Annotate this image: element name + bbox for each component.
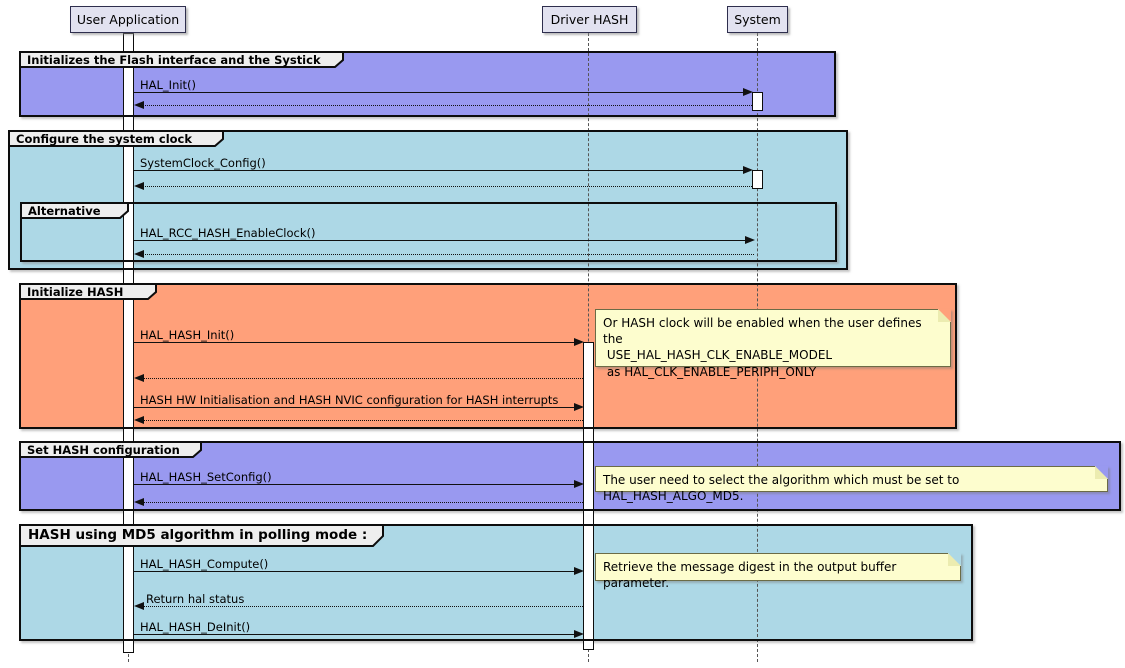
arrowhead-left-icon bbox=[134, 101, 144, 109]
tab-shape bbox=[19, 51, 344, 68]
arrowhead-left-icon bbox=[134, 498, 144, 506]
frame-title-tab: Alternative bbox=[20, 202, 130, 219]
arrowhead-right-icon bbox=[743, 88, 753, 96]
arrowhead-right-icon bbox=[574, 567, 584, 575]
arrowhead-right-icon bbox=[743, 166, 753, 174]
note-fold-icon bbox=[1095, 466, 1108, 479]
frame-border bbox=[19, 524, 973, 641]
return-arrow bbox=[142, 254, 754, 255]
message-label-return-hal-status: Return hal status bbox=[146, 592, 245, 606]
note-fold-icon bbox=[938, 309, 951, 322]
frame-title-tab: HASH using MD5 algorithm in polling mode… bbox=[19, 524, 385, 547]
return-arrow bbox=[142, 378, 583, 379]
return-arrow bbox=[142, 105, 752, 106]
participant-system: System bbox=[727, 6, 788, 33]
arrowhead-left-icon bbox=[134, 182, 144, 190]
frame-border bbox=[20, 202, 837, 262]
frame-title: Configure the system clock bbox=[16, 132, 193, 146]
message-label-systemclock-config: SystemClock_Config() bbox=[140, 156, 266, 170]
note-algorithm-md5: The user need to select the algorithm wh… bbox=[595, 466, 1108, 503]
message-label-hal-hash-deinit: HAL_HASH_DeInit() bbox=[140, 620, 251, 634]
arrowhead-left-icon bbox=[134, 374, 144, 382]
frame-title-tab: Initializes the Flash interface and the … bbox=[19, 51, 345, 68]
arrowhead-left-icon bbox=[134, 250, 144, 258]
arrowhead-left-icon bbox=[134, 602, 144, 610]
message-label-hal-rcc-hash-enableclock: HAL_RCC_HASH_EnableClock() bbox=[140, 226, 316, 240]
return-arrow bbox=[142, 502, 583, 503]
frame-border bbox=[19, 51, 836, 117]
message-label-hal-hash-setconfig: HAL_HASH_SetConfig() bbox=[140, 470, 272, 484]
message-label-hal-init: HAL_Init() bbox=[140, 78, 197, 92]
note-message-digest: Retrieve the message digest in the outpu… bbox=[595, 553, 961, 590]
activation-bar-system-1 bbox=[752, 92, 763, 111]
return-arrow-hal-status bbox=[142, 606, 583, 607]
tab-shape bbox=[19, 524, 384, 547]
frame-border bbox=[19, 283, 957, 429]
activation-bar-driver-hash bbox=[583, 342, 594, 650]
frame-title-tab: Set HASH configuration bbox=[19, 441, 203, 458]
frame-title: HASH using MD5 algorithm in polling mode… bbox=[28, 527, 368, 543]
activation-bar-user-application bbox=[123, 33, 134, 653]
note-hash-clock-enable: Or HASH clock will be enabled when the u… bbox=[595, 309, 951, 379]
tab-shape bbox=[19, 441, 202, 458]
frame-title: Set HASH configuration bbox=[27, 443, 180, 457]
tab-shape bbox=[20, 202, 129, 219]
message-arrow-systemclock-config bbox=[134, 170, 745, 171]
arrowhead-right-icon bbox=[745, 236, 755, 244]
frame-title: Alternative bbox=[28, 204, 101, 218]
frame-border bbox=[19, 441, 1121, 511]
participant-driver-hash: Driver HASH bbox=[542, 6, 637, 33]
activation-bar-system-2 bbox=[752, 170, 763, 189]
arrowhead-right-icon bbox=[574, 480, 584, 488]
message-label-hash-hw-init: HASH HW Initialisation and HASH NVIC con… bbox=[140, 393, 559, 407]
participant-user-application: User Application bbox=[70, 6, 186, 33]
message-arrow-hal-hash-deinit bbox=[134, 634, 576, 635]
message-label-hal-hash-compute: HAL_HASH_Compute() bbox=[140, 557, 269, 571]
arrowhead-right-icon bbox=[574, 338, 584, 346]
return-arrow bbox=[142, 420, 583, 421]
message-label-hal-hash-init: HAL_HASH_Init() bbox=[140, 328, 235, 342]
frame-title: Initializes the Flash interface and the … bbox=[27, 53, 321, 67]
tab-shape bbox=[19, 283, 157, 300]
note-fold-icon bbox=[948, 553, 961, 566]
arrowhead-right-icon bbox=[574, 630, 584, 638]
frame-configure-clock bbox=[8, 130, 848, 270]
arrowhead-left-icon bbox=[134, 416, 144, 424]
message-arrow-hal-hash-init bbox=[134, 342, 576, 343]
return-arrow bbox=[142, 186, 752, 187]
message-arrow-hal-rcc-hash-enableclock bbox=[134, 240, 747, 241]
frame-title-tab: Configure the system clock bbox=[8, 130, 225, 147]
message-arrow-hal-init bbox=[134, 92, 745, 93]
message-arrow-hash-hw-init bbox=[134, 407, 576, 408]
frame-title: Initialize HASH bbox=[27, 285, 124, 299]
arrowhead-right-icon bbox=[574, 403, 584, 411]
message-arrow-hal-hash-setconfig bbox=[134, 484, 576, 485]
tab-shape bbox=[8, 130, 224, 147]
frame-border bbox=[8, 130, 848, 270]
frame-title-tab: Initialize HASH bbox=[19, 283, 158, 300]
message-arrow-hal-hash-compute bbox=[134, 571, 576, 572]
